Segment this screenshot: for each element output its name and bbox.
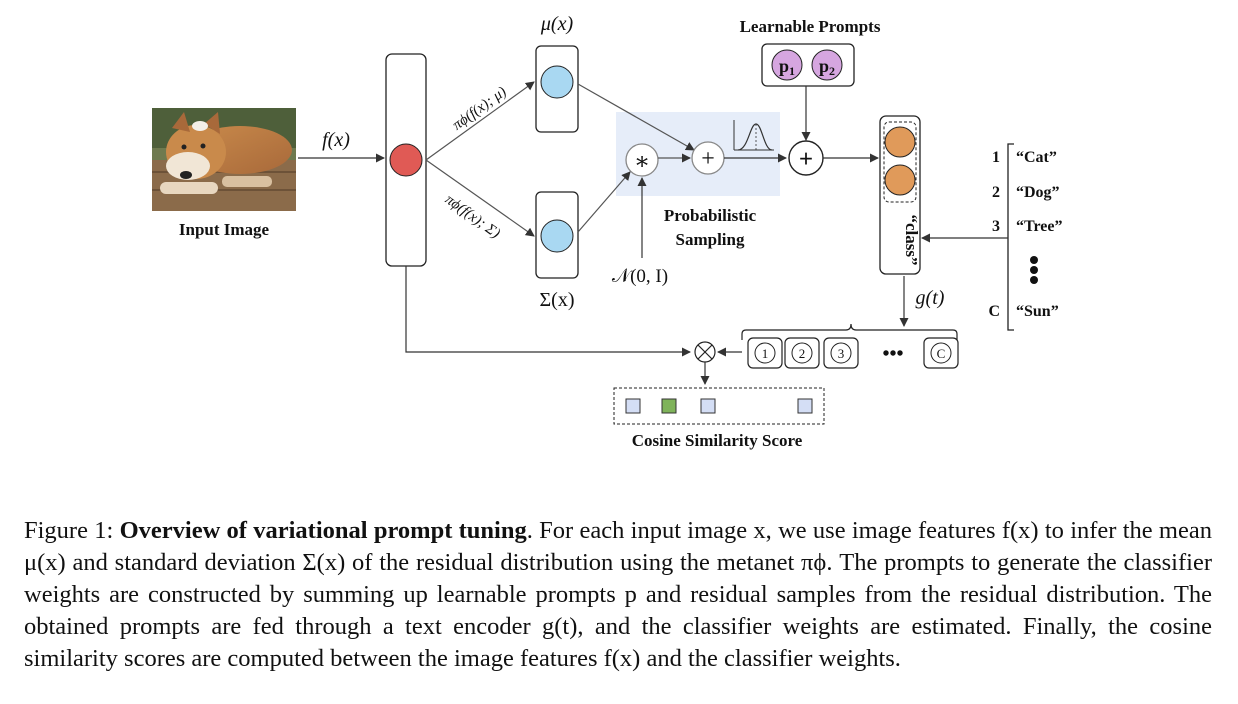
sampling-label-line1: Probabilistic — [664, 206, 757, 225]
classifier-weight-label: 1 — [762, 346, 769, 361]
prompt-slot-2 — [884, 164, 916, 196]
caption-prefix: Figure 1: — [24, 516, 120, 544]
prompt-token-p1 — [771, 49, 803, 81]
prompt-token-p2 — [811, 49, 843, 81]
class-list-dot — [1030, 266, 1038, 274]
class-list-dot — [1030, 256, 1038, 264]
classifier-weight-label: 3 — [838, 346, 845, 361]
class-name: “Cat” — [1016, 149, 1057, 166]
sum-symbol: + — [799, 146, 813, 173]
figure-caption: Figure 1: Overview of variational prompt… — [24, 515, 1212, 675]
noise-label: 𝒩(0, I) — [612, 266, 668, 287]
classifier-weight-node — [830, 342, 852, 364]
learnable-prompts-title: Learnable Prompts — [740, 17, 881, 36]
class-list: 1 “Cat” 2 “Dog” 3 “Tree” C “Sun” — [988, 149, 1062, 320]
cosine-label: Cosine Similarity Score — [632, 431, 803, 450]
text-encoder-label: g(t) — [916, 287, 945, 309]
arrow-sigma-to-multiply — [577, 171, 631, 233]
class-list-dot — [1030, 276, 1038, 284]
classifier-weight-node — [930, 342, 952, 364]
class-name: “Dog” — [1016, 184, 1060, 201]
score-cell-highlight — [661, 398, 677, 414]
fx-label: f(x) — [322, 129, 350, 151]
classifier-weight-label: C — [937, 346, 946, 361]
classifier-weight-node — [791, 342, 813, 364]
class-index: C — [988, 303, 1000, 320]
prompt-slots-dashed — [883, 121, 917, 203]
weights-ellipsis: ••• — [882, 343, 903, 365]
classifier-weights-row: 1 2 3 C — [747, 337, 959, 369]
metanet-mu-label: πϕ(f(x); μ) — [450, 84, 510, 134]
mu-label: μ(x) — [540, 13, 574, 35]
class-token-label: “class” — [902, 215, 921, 266]
prompt-slot-1 — [884, 126, 916, 158]
class-list-bracket — [1007, 143, 1014, 331]
cosine-scores-box — [613, 387, 825, 425]
weights-brace — [741, 323, 958, 340]
score-cell — [797, 398, 813, 414]
class-index: 1 — [992, 149, 1000, 166]
arrow-mu-to-add — [577, 83, 695, 151]
sigma-node — [540, 219, 574, 253]
class-index: 3 — [992, 218, 1000, 235]
metanet-sigma-label: πϕ(f(x); Σ) — [442, 192, 503, 242]
sampling-label-line2: Sampling — [676, 230, 745, 249]
image-feature-node — [389, 143, 423, 177]
input-image-dog — [152, 108, 296, 211]
score-cell — [700, 398, 716, 414]
caption-title: Overview of variational prompt tuning — [119, 516, 527, 544]
class-name: “Tree” — [1016, 218, 1063, 235]
multiply-node — [625, 143, 659, 177]
score-cell — [625, 398, 641, 414]
vpt-overview-diagram: Input Image f(x) πϕ(f(x); μ) πϕ(f(x); Σ)… — [152, 13, 1063, 450]
arrow-to-mu — [425, 81, 535, 161]
otimes-cross-b — [697, 344, 713, 360]
input-image-label: Input Image — [179, 220, 270, 239]
classifier-weight-label: 2 — [799, 346, 806, 361]
caption-body: . For each input image x, we use image f… — [24, 516, 1212, 672]
multiply-symbol: ∗ — [634, 149, 650, 175]
distribution-icon — [733, 120, 774, 151]
add-symbol-sampling: + — [701, 146, 715, 172]
class-name: “Sun” — [1016, 303, 1059, 320]
mu-node — [540, 65, 574, 99]
arrow-features-to-otimes — [405, 266, 691, 357]
arrow-to-sigma — [425, 159, 535, 237]
classifier-weight-node — [754, 342, 776, 364]
class-index: 2 — [992, 184, 1000, 201]
sigma-label: Σ(x) — [540, 289, 575, 311]
